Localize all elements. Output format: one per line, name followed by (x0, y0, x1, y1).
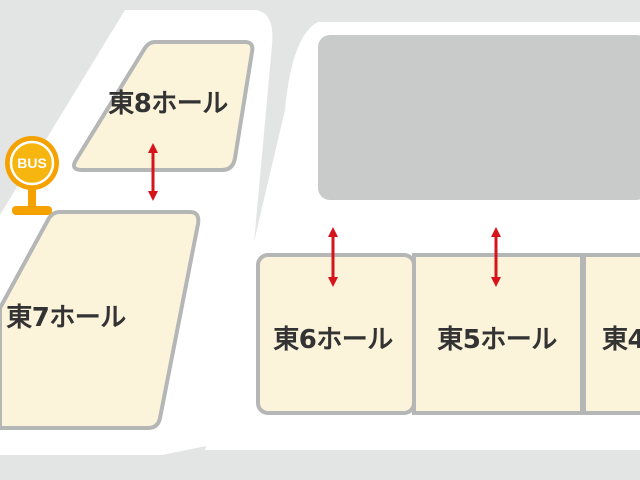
bus-stop-icon[interactable]: BUS (5, 136, 59, 215)
hall-label-east-4: 東4ホール (602, 325, 640, 355)
hall-east-4[interactable] (582, 253, 640, 415)
hall-label-east-6: 東6ホール (273, 325, 393, 355)
bus-stop-label: BUS (17, 155, 47, 171)
gray-building (318, 35, 640, 200)
hall-label-east-7: 東7ホール (6, 303, 126, 333)
hall-east-7[interactable] (0, 210, 201, 430)
hall-east-8[interactable] (72, 40, 255, 172)
hall-label-east-5: 東5ホール (437, 325, 557, 355)
hall-label-east-8: 東8ホール (108, 89, 228, 119)
